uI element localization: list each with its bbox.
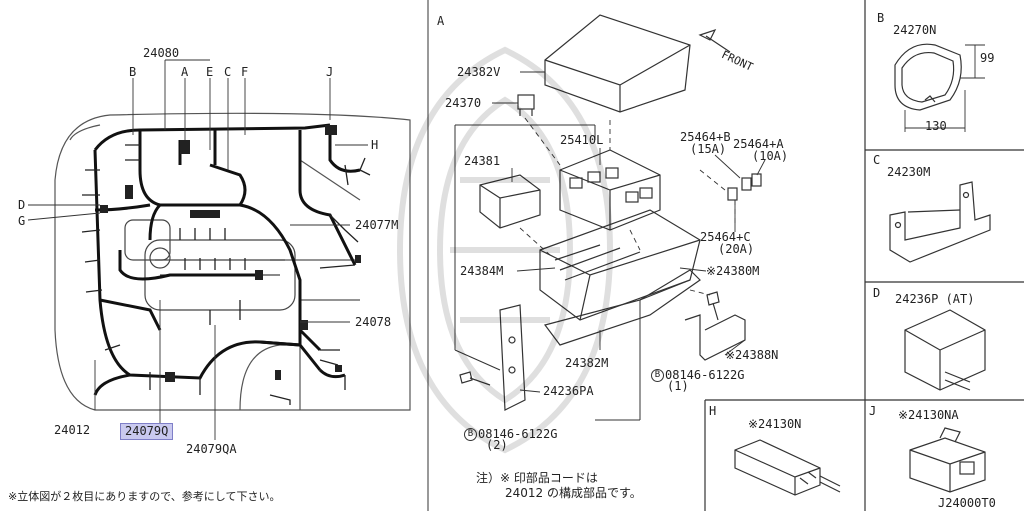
part-label-24230m[interactable]: 24230M xyxy=(887,165,931,179)
relay-24370 xyxy=(517,94,535,116)
leaders-left xyxy=(27,59,368,440)
section-c-title: C xyxy=(873,153,881,167)
part-label-24382v[interactable]: 24382V xyxy=(457,65,501,79)
part-label-24236p[interactable]: 24236P (AT) xyxy=(895,292,975,306)
detail-j-connector xyxy=(909,427,986,493)
part-label-24079q-selected[interactable]: 24079Q xyxy=(120,423,174,440)
section-b-title: B xyxy=(877,11,885,25)
part-label-24130n[interactable]: ※24130N xyxy=(748,417,802,431)
section-h-title: H xyxy=(709,404,717,418)
bracket-24236PA xyxy=(499,304,526,411)
bolt-b-right xyxy=(706,291,720,321)
part-label-25464b[interactable]: 25464+B xyxy=(680,130,731,144)
note-line-1: 注）※ 印部品コードは xyxy=(476,471,598,485)
relay-24381 xyxy=(479,174,541,229)
harness-main xyxy=(93,123,361,396)
harness-branches xyxy=(81,144,371,405)
amp-label-20a: (20A) xyxy=(718,242,755,256)
part-label-24384m[interactable]: 24384M xyxy=(460,264,504,278)
footnote-left: ※立体図が２枚目にありますので、参考にして下さい。 xyxy=(8,490,281,503)
qty-label-2: (2) xyxy=(486,438,508,452)
part-label-24012[interactable]: 24012 xyxy=(54,423,91,437)
bolt-b-mark-right: B xyxy=(651,369,664,382)
qty-label-1: (1) xyxy=(667,379,689,393)
part-label-24270n[interactable]: 24270N xyxy=(893,23,937,37)
part-label-24080[interactable]: 24080 xyxy=(143,46,180,60)
part-label-24382m[interactable]: 24382M xyxy=(565,356,609,370)
bolt-b-mark-left: B xyxy=(464,428,477,441)
callout-g[interactable]: G xyxy=(18,214,26,228)
section-a-title: A xyxy=(437,14,445,28)
part-label-08146-right[interactable]: 08146-6122G xyxy=(665,368,745,382)
callout-a[interactable]: A xyxy=(181,65,189,79)
part-label-24130na[interactable]: ※24130NA xyxy=(898,408,959,422)
part-label-24380m[interactable]: ※24380M xyxy=(706,264,760,278)
part-label-08146-left[interactable]: 08146-6122G xyxy=(478,427,558,441)
part-label-24370[interactable]: 24370 xyxy=(445,96,482,110)
amp-label-15a: (15A) xyxy=(690,142,727,156)
fuse-block-25410L xyxy=(559,149,661,231)
front-arrow xyxy=(698,28,731,53)
fuse-box-cover xyxy=(544,14,691,113)
callout-f[interactable]: F xyxy=(241,65,249,79)
part-label-24078[interactable]: 24078 xyxy=(355,315,392,329)
part-label-24388n[interactable]: ※24388N xyxy=(725,348,779,362)
part-label-25464c[interactable]: 25464+C xyxy=(700,230,751,244)
part-label-24077m[interactable]: 24077M xyxy=(355,218,399,232)
section-d-title: D xyxy=(873,286,881,300)
callout-j[interactable]: J xyxy=(326,65,334,79)
detail-d-relay xyxy=(904,309,986,391)
callout-d[interactable]: D xyxy=(18,198,26,212)
fuses-25464 xyxy=(727,173,762,201)
fuse-box-base-24384M xyxy=(539,209,701,321)
bolt-08146 xyxy=(459,371,491,386)
dimension-height: 99 xyxy=(980,51,995,65)
note-line-2: 24012 の構成部品です。 xyxy=(505,486,642,500)
callout-e[interactable]: E xyxy=(206,65,214,79)
diagram-code: J24000T0 xyxy=(938,496,996,510)
detail-c-bracket xyxy=(889,181,991,263)
part-label-25464a[interactable]: 25464+A xyxy=(733,137,784,151)
leaders-a xyxy=(492,71,766,393)
part-label-24381[interactable]: 24381 xyxy=(464,154,501,168)
section-j-title: J xyxy=(869,404,877,418)
detail-b-dims xyxy=(904,44,985,132)
callout-c[interactable]: C xyxy=(224,65,232,79)
part-label-24236pa[interactable]: 24236PA xyxy=(543,384,594,398)
lower-bracket-24382M xyxy=(543,269,701,346)
amp-label-10a: (10A) xyxy=(752,149,789,163)
callout-h[interactable]: H xyxy=(371,138,379,152)
dimension-width: 130 xyxy=(925,119,947,133)
part-label-24079qa[interactable]: 24079QA xyxy=(186,442,237,456)
harness-connectors xyxy=(100,125,361,382)
bracket-24388N xyxy=(684,314,746,361)
brand-watermark xyxy=(396,46,614,454)
detail-b-grommet xyxy=(894,43,962,111)
callout-b[interactable]: B xyxy=(129,65,137,79)
part-label-25410l[interactable]: 25410L xyxy=(560,133,604,147)
detail-h-connector xyxy=(734,439,841,496)
